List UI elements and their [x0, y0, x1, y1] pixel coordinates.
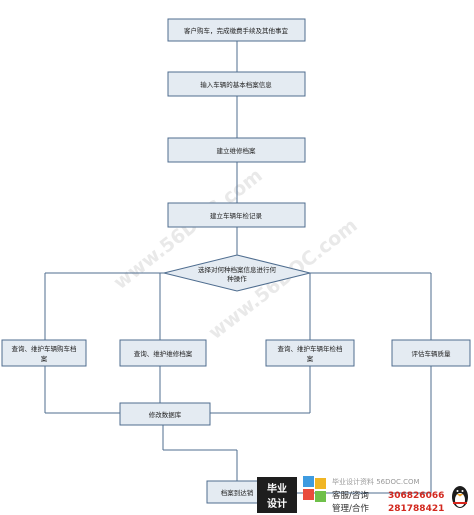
footer-logo-bottom: 设计 — [267, 497, 287, 510]
branch-inspection-file-box — [265, 339, 355, 367]
step-customer-purchase-label: 客户购车，完成缴费手续及其他事宜 — [184, 26, 289, 35]
branch-purchase-file-label-line1: 查询、维护车辆购车档 — [12, 344, 77, 353]
footer-row2-number: 281788421 — [388, 504, 444, 514]
branch-purchase-file-label-line2: 案 — [41, 354, 48, 363]
branch-quality-assessment-label: 评估车辆质量 — [412, 349, 452, 358]
step-customer-purchase-box — [167, 18, 306, 42]
puzzle-icon — [303, 476, 326, 502]
step-modify-database: 修改数据库 — [119, 402, 211, 426]
branch-purchase-file: 查询、维护车辆购车档 案 — [1, 339, 87, 367]
footer-row1-label: 客服/咨询 — [332, 490, 369, 501]
branch-repair-file-label: 查询、维护维修档案 — [134, 349, 193, 358]
footer-row2-label: 管理/合作 — [332, 503, 369, 514]
step-file-delivery-label: 档案到达销 — [221, 488, 254, 497]
step-create-inspection-record: 建立车辆年检记录 — [167, 202, 306, 228]
step-create-repair-file-box — [167, 137, 306, 163]
branch-quality-assessment: 评估车辆质量 — [391, 339, 471, 367]
step-modify-database-box — [119, 402, 211, 426]
watermark: www.56DOC.com www.56DOC.com — [110, 164, 362, 344]
step-create-inspection-record-box — [167, 202, 306, 228]
step-create-repair-file-label: 建立维修档案 — [217, 146, 257, 155]
branch-purchase-file-box — [1, 339, 87, 367]
step-input-basic-info: 输入车辆的基本档案信息 — [167, 71, 306, 97]
branch-repair-file-box — [119, 339, 207, 367]
footer-branding: 毕业 设计 毕业设计资料 56DOC.COM 客服/咨询 306826066 管… — [257, 476, 468, 514]
step-create-inspection-record-label: 建立车辆年检记录 — [210, 211, 263, 220]
decision-label-line1: 选择对何种档案信息进行何 — [198, 265, 277, 274]
branch-repair-file: 查询、维护维修档案 — [119, 339, 207, 367]
penguin-icon — [452, 486, 468, 508]
decision-diamond — [163, 254, 311, 292]
step-input-basic-info-box — [167, 71, 306, 97]
footer-logo-tile — [257, 477, 297, 513]
footer-row1-number: 306826066 — [388, 491, 444, 501]
branch-inspection-file-label-line2: 案 — [307, 354, 314, 363]
footer-logo-top: 毕业 — [267, 482, 287, 495]
step-input-basic-info-label: 输入车辆的基本档案信息 — [200, 80, 272, 89]
decision-choose-operation: 选择对何种档案信息进行何 种操作 — [163, 254, 311, 292]
footer-site-line: 毕业设计资料 56DOC.COM — [332, 477, 420, 486]
decision-label-line2: 种操作 — [227, 274, 247, 283]
step-modify-database-label: 修改数据库 — [149, 410, 182, 419]
step-customer-purchase: 客户购车，完成缴费手续及其他事宜 — [167, 18, 306, 42]
branch-inspection-file: 查询、维护车辆年检档 案 — [265, 339, 355, 367]
step-create-repair-file: 建立维修档案 — [167, 137, 306, 163]
branch-inspection-file-label-line1: 查询、维护车辆年检档 — [278, 344, 343, 353]
branch-quality-assessment-box — [391, 339, 471, 367]
